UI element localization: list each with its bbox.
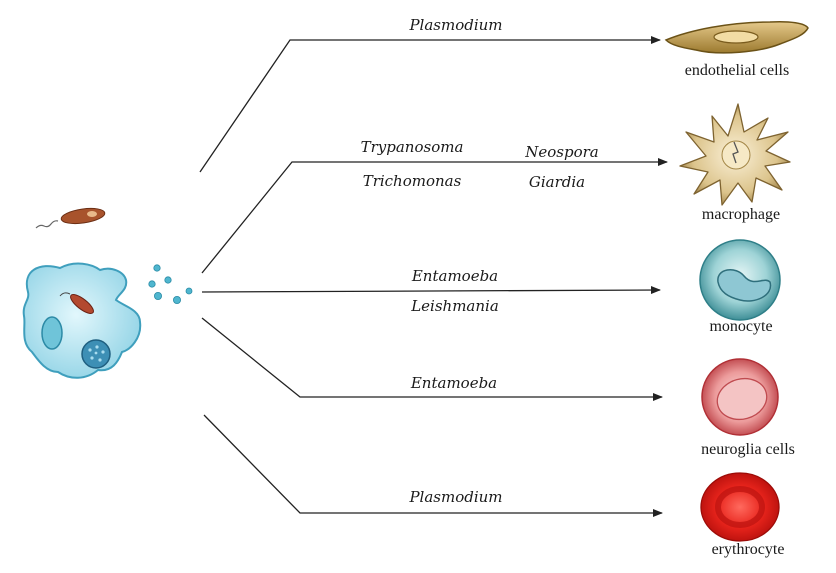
arrow-macrophage [201, 158, 668, 274]
monocyte-icon [699, 239, 781, 321]
target-label-erythrocyte: erythrocyte [712, 541, 785, 558]
neuroglia-cell-icon [701, 358, 779, 436]
parasite-label-erythrocyte-0: Plasmodium [408, 488, 502, 506]
arrows [199, 36, 668, 517]
target-label-endothelial: endothelial cells [685, 62, 789, 79]
parasite-label-macrophage-2: Neospora [524, 143, 598, 161]
arrow-monocyte [201, 286, 661, 295]
extracellular-vesicles-icon [148, 264, 193, 304]
parasite-labels: Plasmodium Trypanosoma Trichomonas Neosp… [361, 16, 599, 506]
arrow-endothelial [199, 36, 661, 173]
parasite-label-neuroglia-0: Entamoeba [410, 374, 497, 392]
target-label-monocyte: monocyte [709, 318, 772, 335]
free-parasite-icon [35, 207, 106, 229]
parasite-label-macrophage-0: Trypanosoma [361, 138, 464, 156]
parasite-label-macrophage-3: Giardia [529, 173, 585, 191]
parasite-label-endothelial-0: Plasmodium [408, 16, 502, 34]
parasite-label-monocyte-1: Leishmania [410, 297, 499, 315]
target-label-neuroglia: neuroglia cells [701, 441, 795, 458]
arrow-erythrocyte [203, 414, 663, 517]
parasite-label-monocyte-0: Entamoeba [411, 267, 498, 285]
target-label-macrophage: macrophage [702, 206, 780, 223]
endothelial-cell-icon [664, 21, 809, 54]
infected-host-cell-icon [22, 262, 142, 379]
erythrocyte-icon [700, 472, 780, 542]
arrow-neuroglia [201, 317, 663, 401]
parasite-label-macrophage-1: Trichomonas [363, 172, 462, 190]
macrophage-icon [679, 103, 791, 206]
